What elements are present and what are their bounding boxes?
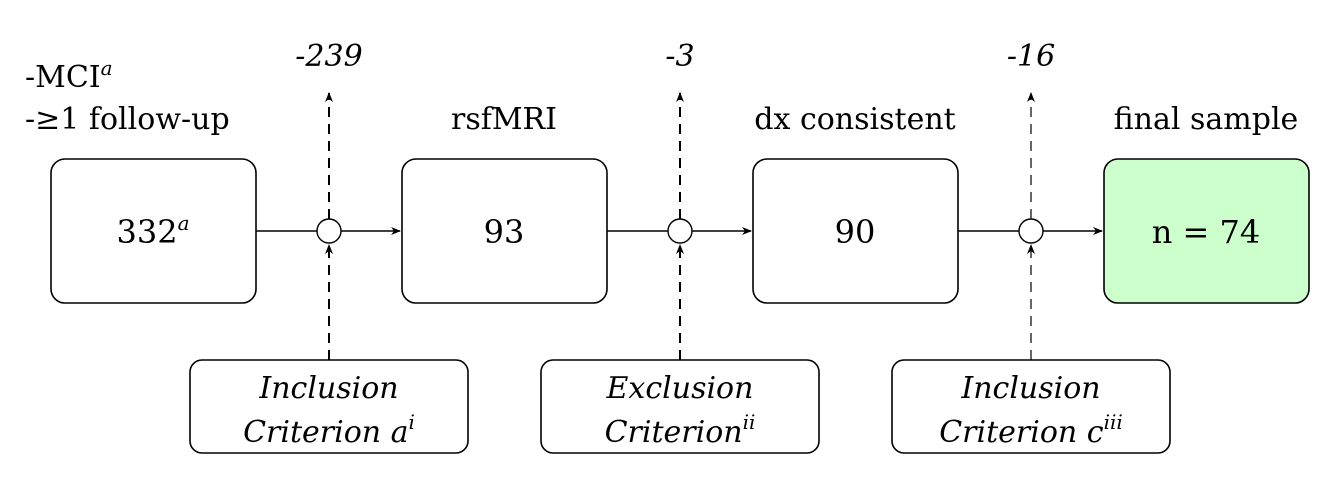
stage-box-dx-consistent: 90 — [752, 158, 959, 304]
header-note-followup: -≥1 follow-up — [25, 102, 230, 137]
stage-value-initial: 332a — [116, 211, 189, 251]
stage-box-initial: 332a — [50, 158, 257, 304]
criterion-box-3: Inclusion Criterion ciii — [891, 359, 1171, 454]
criterion-3-line1: Inclusion — [960, 371, 1100, 406]
connector-3 — [958, 92, 1103, 360]
junction-node-2 — [667, 218, 693, 244]
connector-2 — [607, 92, 752, 360]
stage-label-final-sample: final sample — [1114, 102, 1299, 137]
removal-count-1: -239 — [295, 39, 362, 74]
criterion-box-1: Inclusion Criterion ai — [189, 359, 469, 454]
criterion-box-2: Exclusion Criterionii — [540, 359, 820, 454]
header-note-mci: -MCIa — [25, 56, 113, 95]
removal-count-3: -16 — [1007, 39, 1055, 74]
junction-node-3 — [1018, 218, 1044, 244]
stage-label-rsfmri: rsfMRI — [451, 102, 557, 137]
stage-box-rsfmri: 93 — [401, 158, 608, 304]
junction-node-1 — [316, 218, 342, 244]
criterion-2-line1: Exclusion — [606, 371, 754, 406]
criterion-3-line2: Criterion ciii — [939, 410, 1123, 450]
removal-count-2: -3 — [665, 39, 694, 74]
stage-value-rsfmri: 93 — [484, 213, 525, 251]
connector-1 — [256, 92, 401, 360]
stage-value-dx-consistent: 90 — [835, 213, 876, 251]
stage-value-final-sample: n = 74 — [1152, 213, 1260, 251]
stage-label-dx-consistent: dx consistent — [754, 102, 955, 137]
criterion-2-line2: Criterionii — [605, 410, 756, 450]
criterion-1-line2: Criterion ai — [243, 410, 415, 450]
criterion-1-line1: Inclusion — [258, 371, 398, 406]
stage-box-final-sample: n = 74 — [1103, 158, 1310, 304]
